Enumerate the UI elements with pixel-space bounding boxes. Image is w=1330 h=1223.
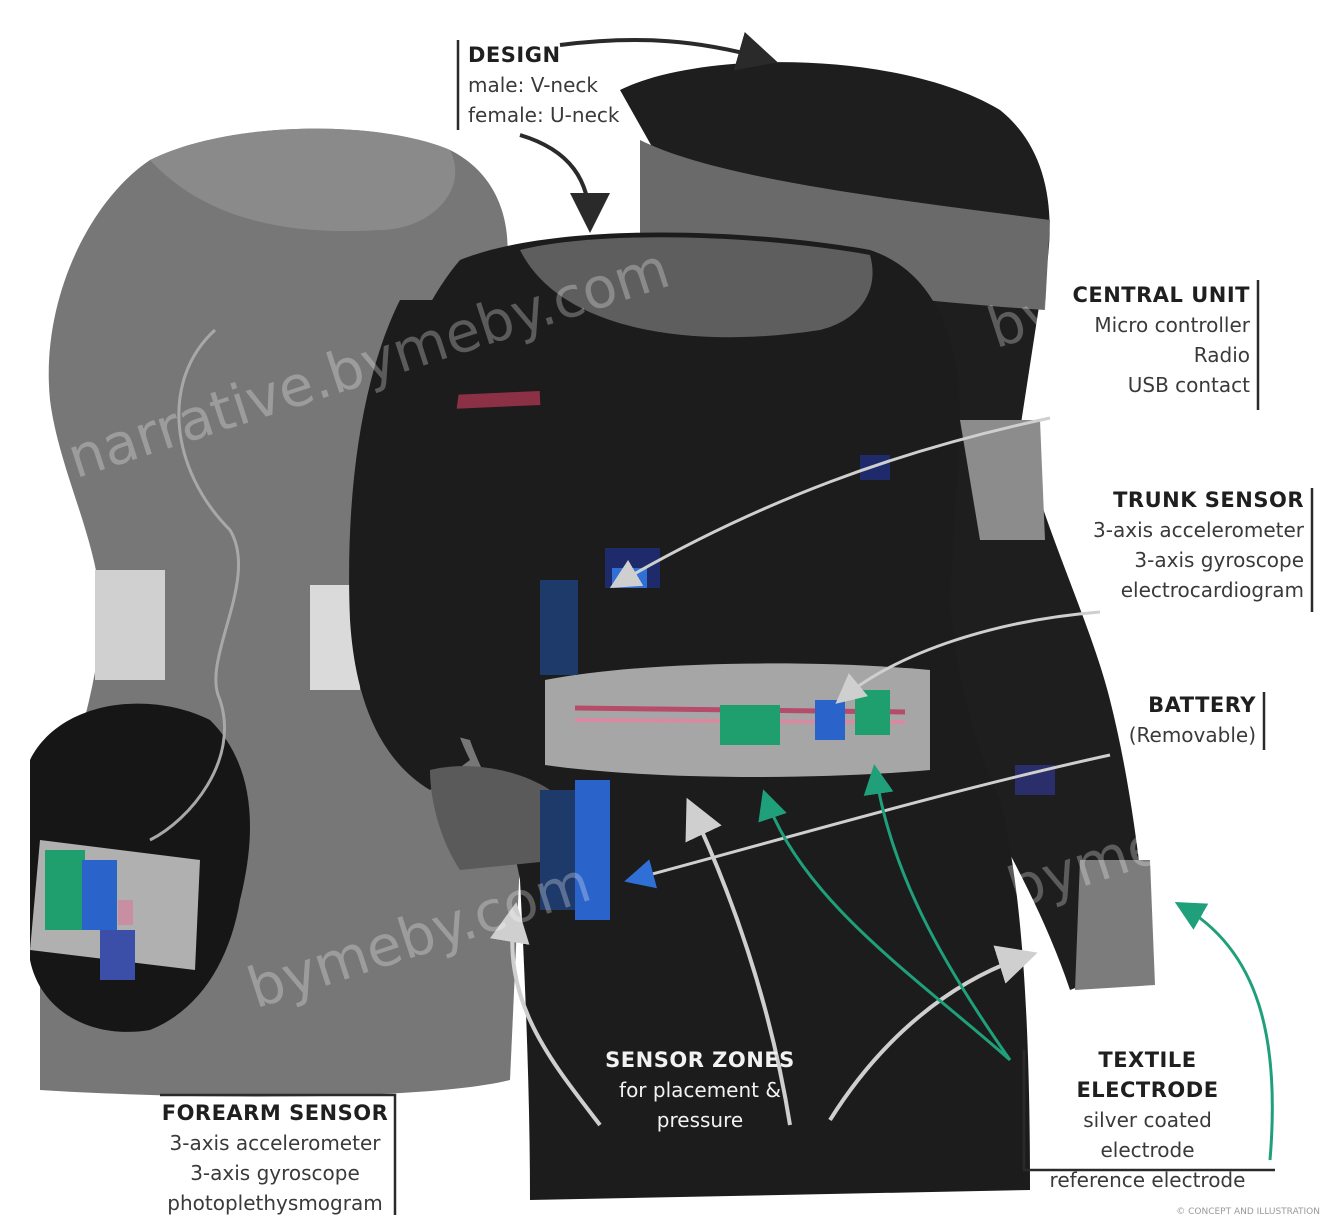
battery-line: (Removable) — [1129, 720, 1256, 750]
central-unit-line: USB contact — [1072, 370, 1250, 400]
trunk-sensor-line: 3-axis accelerometer — [1093, 515, 1304, 545]
central-unit-label: CENTRAL UNIT Micro controller Radio USB … — [1072, 280, 1250, 400]
textile-electrode-label: TEXTILE ELECTRODE silver coated electrod… — [1025, 1045, 1270, 1195]
design-line: male: V-neck — [468, 70, 619, 100]
textile-electrode-line: reference electrode — [1025, 1165, 1270, 1195]
central-unit-title: CENTRAL UNIT — [1072, 280, 1250, 310]
battery-title: BATTERY — [1129, 690, 1256, 720]
central-unit-line: Radio — [1072, 340, 1250, 370]
sensor-zones-line: pressure — [590, 1105, 810, 1135]
belt — [545, 663, 930, 777]
sensor-zones-title: SENSOR ZONES — [590, 1045, 810, 1075]
credit-text: © CONCEPT AND ILLUSTRATION — [1176, 1207, 1320, 1217]
forearm-sensor-line: 3-axis gyroscope — [155, 1158, 395, 1188]
central-unit-line: Micro controller — [1072, 310, 1250, 340]
trunk-sensor-line: electrocardiogram — [1093, 575, 1304, 605]
forearm-sensor-title: FOREARM SENSOR — [155, 1098, 395, 1128]
forearm-sensor-line: photoplethysmogram — [155, 1188, 395, 1218]
design-label: DESIGN male: V-neck female: U-neck — [468, 40, 619, 130]
battery-label: BATTERY (Removable) — [1129, 690, 1256, 750]
trunk-sensor-title: TRUNK SENSOR — [1093, 485, 1304, 515]
trunk-sensor-label: TRUNK SENSOR 3-axis accelerometer 3-axis… — [1093, 485, 1304, 605]
forearm-sensor-line: 3-axis accelerometer — [155, 1128, 395, 1158]
design-line: female: U-neck — [468, 100, 619, 130]
trunk-sensor-line: 3-axis gyroscope — [1093, 545, 1304, 575]
sensor-zones-label: SENSOR ZONES for placement & pressure — [590, 1045, 810, 1135]
design-title: DESIGN — [468, 40, 619, 70]
sensor-zones-line: for placement & — [590, 1075, 810, 1105]
textile-electrode-line: silver coated — [1025, 1105, 1270, 1135]
textile-electrode-title: TEXTILE ELECTRODE — [1025, 1045, 1270, 1105]
forearm-sensor-label: FOREARM SENSOR 3-axis accelerometer 3-ax… — [155, 1098, 395, 1218]
textile-electrode-line: electrode — [1025, 1135, 1270, 1165]
